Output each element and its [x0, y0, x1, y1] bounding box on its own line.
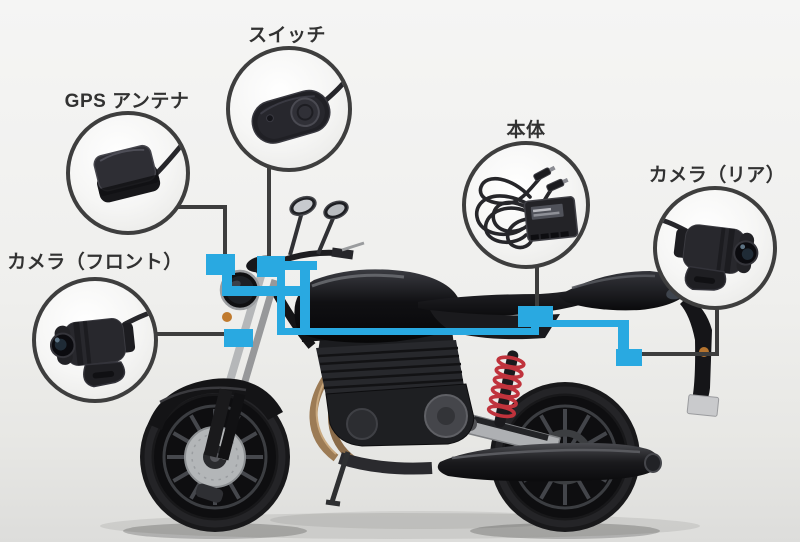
- cable-route-gps-drop: [222, 275, 232, 296]
- mount-marker-switch: [257, 256, 285, 277]
- callout-circle-camera-rear: [653, 186, 777, 310]
- switch-remote-icon: [251, 75, 348, 144]
- camera-rear-icon: [657, 216, 759, 291]
- cable-route-rear-drop: [618, 326, 629, 351]
- callout-circle-camera-front: [32, 277, 158, 403]
- rear-shock: [486, 350, 526, 428]
- cable-route-main-line: [277, 328, 538, 335]
- callout-line-camera-rear-vertical: [715, 306, 719, 356]
- label-camera-rear: カメラ（リア）: [648, 165, 786, 186]
- cable-route-drop-left: [277, 277, 285, 332]
- bodywork: [268, 269, 720, 417]
- callout-circle-gps-antenna: [66, 111, 190, 235]
- callout-circle-main-unit: [462, 141, 590, 269]
- cable-route-front-channel: [222, 286, 310, 296]
- callout-line-camera-rear-horizontal: [642, 352, 719, 356]
- mount-marker-camera-rear: [616, 349, 642, 366]
- callout-line-switch: [267, 168, 271, 258]
- cable-route-main-unit-stub: [531, 322, 539, 335]
- camera-front-icon: [49, 309, 154, 388]
- callout-line-gps-vertical: [223, 205, 227, 256]
- callout-circle-switch: [226, 46, 352, 172]
- main-unit-icon: [475, 165, 579, 250]
- label-gps-antenna: GPS アンテナ: [64, 91, 190, 112]
- mount-marker-main-unit: [518, 306, 553, 327]
- label-camera-front: カメラ（フロント）: [7, 252, 183, 273]
- cable-route-drop-right: [300, 262, 310, 332]
- callout-line-camera-front: [155, 332, 225, 336]
- callout-line-gps-horizontal: [178, 205, 227, 209]
- mount-marker-camera-front: [224, 329, 253, 347]
- label-main-unit: 本体: [506, 120, 546, 141]
- cable-route-seat-to-rear: [553, 320, 629, 327]
- gps-antenna-icon: [93, 139, 186, 203]
- label-switch: スイッチ: [247, 25, 327, 46]
- callout-line-main-unit: [535, 267, 539, 308]
- mount-marker-gps-antenna: [206, 254, 235, 275]
- engine: [316, 330, 475, 507]
